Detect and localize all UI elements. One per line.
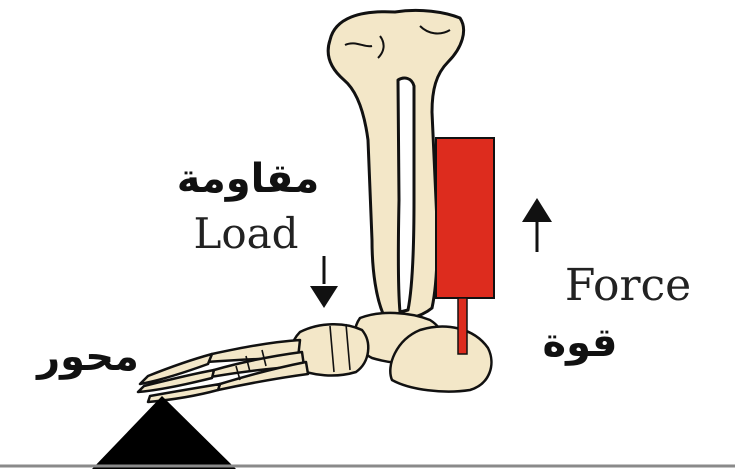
load-label: Load xyxy=(193,209,298,258)
force-arabic-label: قوة xyxy=(543,320,618,366)
arrow-down-icon xyxy=(310,256,338,308)
muscle-tendon xyxy=(458,298,467,354)
force-label: Force xyxy=(565,260,691,311)
muscle-block xyxy=(436,138,494,298)
triangle-fulcrum-icon xyxy=(92,396,236,469)
toe-bones xyxy=(138,354,220,402)
foot-bones xyxy=(138,313,491,402)
pivot-arabic-label: محور xyxy=(35,334,139,380)
muscle xyxy=(436,138,494,354)
fibula-bone xyxy=(398,78,414,312)
arrow-up-icon xyxy=(522,198,552,252)
load-arabic-label: مقاومة xyxy=(177,156,319,202)
